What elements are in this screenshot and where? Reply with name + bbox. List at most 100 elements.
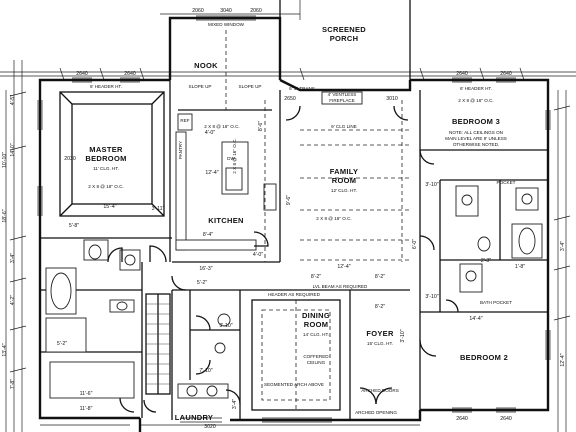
bedroom3-frame: 2 X 8 @ 16" O.C. bbox=[458, 98, 493, 103]
dim-15-4: 15'-4" bbox=[103, 204, 116, 210]
dim-4-0-b: 4'-0" bbox=[253, 252, 263, 258]
dim-14-4: 14'-4" bbox=[469, 316, 482, 322]
ref-label: REF bbox=[180, 118, 189, 123]
stairs bbox=[145, 293, 171, 395]
dim-3-10-d: 3'-10" bbox=[400, 329, 406, 342]
refrigerator bbox=[177, 113, 193, 131]
annotations: 6' HEADER HT. MIXED WINDOW 6' 3" TRANS 4… bbox=[90, 22, 516, 415]
fireplace bbox=[321, 91, 363, 105]
bedroom2-name: BEDROOM 2 bbox=[460, 353, 508, 362]
dim-3010: 3010 bbox=[386, 96, 398, 102]
dim-2640-c: 2640 bbox=[456, 71, 468, 77]
nook-slope-left: SLOPE UP bbox=[189, 84, 212, 89]
trans-label: 6' 3" TRANS bbox=[289, 86, 315, 91]
dim-2640-d: 2640 bbox=[500, 71, 512, 77]
dining-note-1: COFFERED bbox=[303, 354, 329, 359]
dim-5-2-b: 5'-2" bbox=[197, 280, 207, 286]
dim-1-8: 1'-8" bbox=[515, 264, 525, 270]
dim-12-4: 12'-4" bbox=[205, 170, 218, 176]
windows bbox=[37, 15, 551, 423]
header-req: HEADER AS REQUIRED bbox=[268, 292, 321, 297]
dim-4-0: 4'-0" bbox=[205, 130, 215, 136]
master-name-2: BEDROOM bbox=[85, 154, 126, 163]
nook-frame: 2 X 8 @ 16" O.C. bbox=[204, 124, 239, 129]
dim-9-6: 9'-6" bbox=[286, 195, 292, 205]
kitchen-sink bbox=[225, 167, 243, 191]
dim-4-5: 4'-5" bbox=[10, 95, 16, 105]
kitchen-fixtures bbox=[175, 113, 277, 251]
jack-jill-bath-fixtures bbox=[455, 185, 543, 293]
master-bath-fixtures bbox=[45, 239, 141, 399]
door-swings bbox=[107, 105, 459, 413]
foyer-ceiling: 15' CLG. HT. bbox=[367, 341, 393, 346]
master-frame: 2 X 8 @ 16" O.C. bbox=[88, 184, 123, 189]
pocket: POCKET bbox=[497, 180, 516, 185]
family-ceiling-lines bbox=[264, 91, 410, 262]
dim-10-10: 10'-10" bbox=[2, 152, 8, 168]
dim-3-10-b: 3'-10" bbox=[425, 294, 438, 300]
dim-3-4-a: 3'-4" bbox=[10, 253, 16, 263]
dim-14-0: 14'-0" bbox=[10, 143, 16, 156]
nook-framing bbox=[178, 30, 272, 111]
master-tray-ceiling bbox=[59, 91, 165, 217]
dim-5-8: 5'-8" bbox=[69, 223, 79, 229]
bedroom3-header: 6' HEADER HT. bbox=[460, 86, 492, 91]
toilet bbox=[88, 244, 102, 260]
dim-16-3: 16'-3" bbox=[199, 266, 212, 272]
dim-3-4-c: 3'-4" bbox=[232, 399, 238, 409]
dim-8-2-b: 8'-2" bbox=[375, 274, 385, 280]
dim-3-11: 3'-11" bbox=[152, 206, 165, 212]
nook-name: NOOK bbox=[194, 61, 218, 70]
bedroom3-note-3: OTHERWISE NOTED. bbox=[453, 142, 499, 147]
dim-2640-e: 2640 bbox=[456, 416, 468, 422]
dim-3-10-a: 3'-10" bbox=[425, 182, 438, 188]
dimension-ticks bbox=[9, 67, 571, 373]
dim-11-8: 11'-8" bbox=[80, 406, 93, 412]
nook-slope-right: SLOPE UP bbox=[239, 84, 262, 89]
porch-name-2: PORCH bbox=[330, 34, 359, 43]
bedroom3-note-1: NOTE: ALL CEILINGS ON bbox=[449, 130, 503, 135]
powder-laundry-fixtures bbox=[177, 313, 231, 399]
kitchen-frame: 2 X 8 @ 16" O.C. bbox=[232, 138, 237, 173]
bedroom3-note-2: MAIN LEVEL ARE 9' UNLESS bbox=[445, 136, 507, 141]
master-ceiling: 11' CLG. HT. bbox=[93, 166, 119, 171]
dim-12-4-left: 12'-4" bbox=[560, 353, 566, 366]
dim-2060-top-b: 2060 bbox=[250, 8, 262, 14]
room-labels: MASTER BEDROOM 11' CLG. HT. 2 X 8 @ 16" … bbox=[85, 25, 508, 422]
dim-4-2: 4'-2" bbox=[10, 295, 16, 305]
laundry-name: LAUNDRY bbox=[175, 413, 214, 422]
dining-coffered-ceiling bbox=[251, 299, 341, 411]
master-name-1: MASTER bbox=[89, 145, 123, 154]
clg-line: 9' CLG LINE bbox=[331, 124, 357, 129]
dim-2650: 2650 bbox=[284, 96, 296, 102]
family-name-1: FAMILY bbox=[330, 167, 359, 176]
family-name-2: ROOM bbox=[332, 176, 357, 185]
dim-8-4: 8'-4" bbox=[203, 232, 213, 238]
dim-3040-top: 3040 bbox=[220, 8, 232, 14]
dim-12-4-b: 12'-4" bbox=[337, 264, 350, 270]
shower bbox=[45, 317, 87, 353]
dim-3-10-c: 3'-10" bbox=[219, 323, 232, 329]
arched-opening: ARCHED OPENING bbox=[355, 410, 397, 415]
mixed-window: MIXED WINDOW bbox=[208, 22, 245, 27]
dim-8-6: 8'-6" bbox=[258, 121, 264, 131]
foyer-name: FOYER bbox=[366, 329, 394, 338]
family-frame: 2 X 8 @ 16" O.C. bbox=[316, 216, 351, 221]
lvl-beam: LVL BEAM AS REQUIRED bbox=[313, 284, 368, 289]
dim-2640-a: 2640 bbox=[76, 71, 88, 77]
dim-8-2-c: 8'-2" bbox=[375, 304, 385, 310]
dim-7-8: 7'-8" bbox=[10, 379, 16, 389]
dim-2060-top: 2060 bbox=[192, 8, 204, 14]
dim-2640-f: 2640 bbox=[500, 416, 512, 422]
dim-2640-b: 2640 bbox=[124, 71, 136, 77]
bath-pocket: BATH POCKET bbox=[480, 300, 512, 305]
dim-3020: 3020 bbox=[204, 424, 216, 430]
dining-name-1: DINING bbox=[302, 311, 330, 320]
range-cooktop bbox=[263, 183, 277, 211]
segmented-arch: SEGMENTED ARCH ABOVE bbox=[264, 382, 324, 387]
kitchen-name: KITCHEN bbox=[208, 216, 243, 225]
pantry: PANTRY bbox=[178, 141, 183, 159]
bedroom3-name: BEDROOM 3 bbox=[452, 117, 500, 126]
dining-ceiling: 14' CLG. HT. bbox=[303, 332, 329, 337]
